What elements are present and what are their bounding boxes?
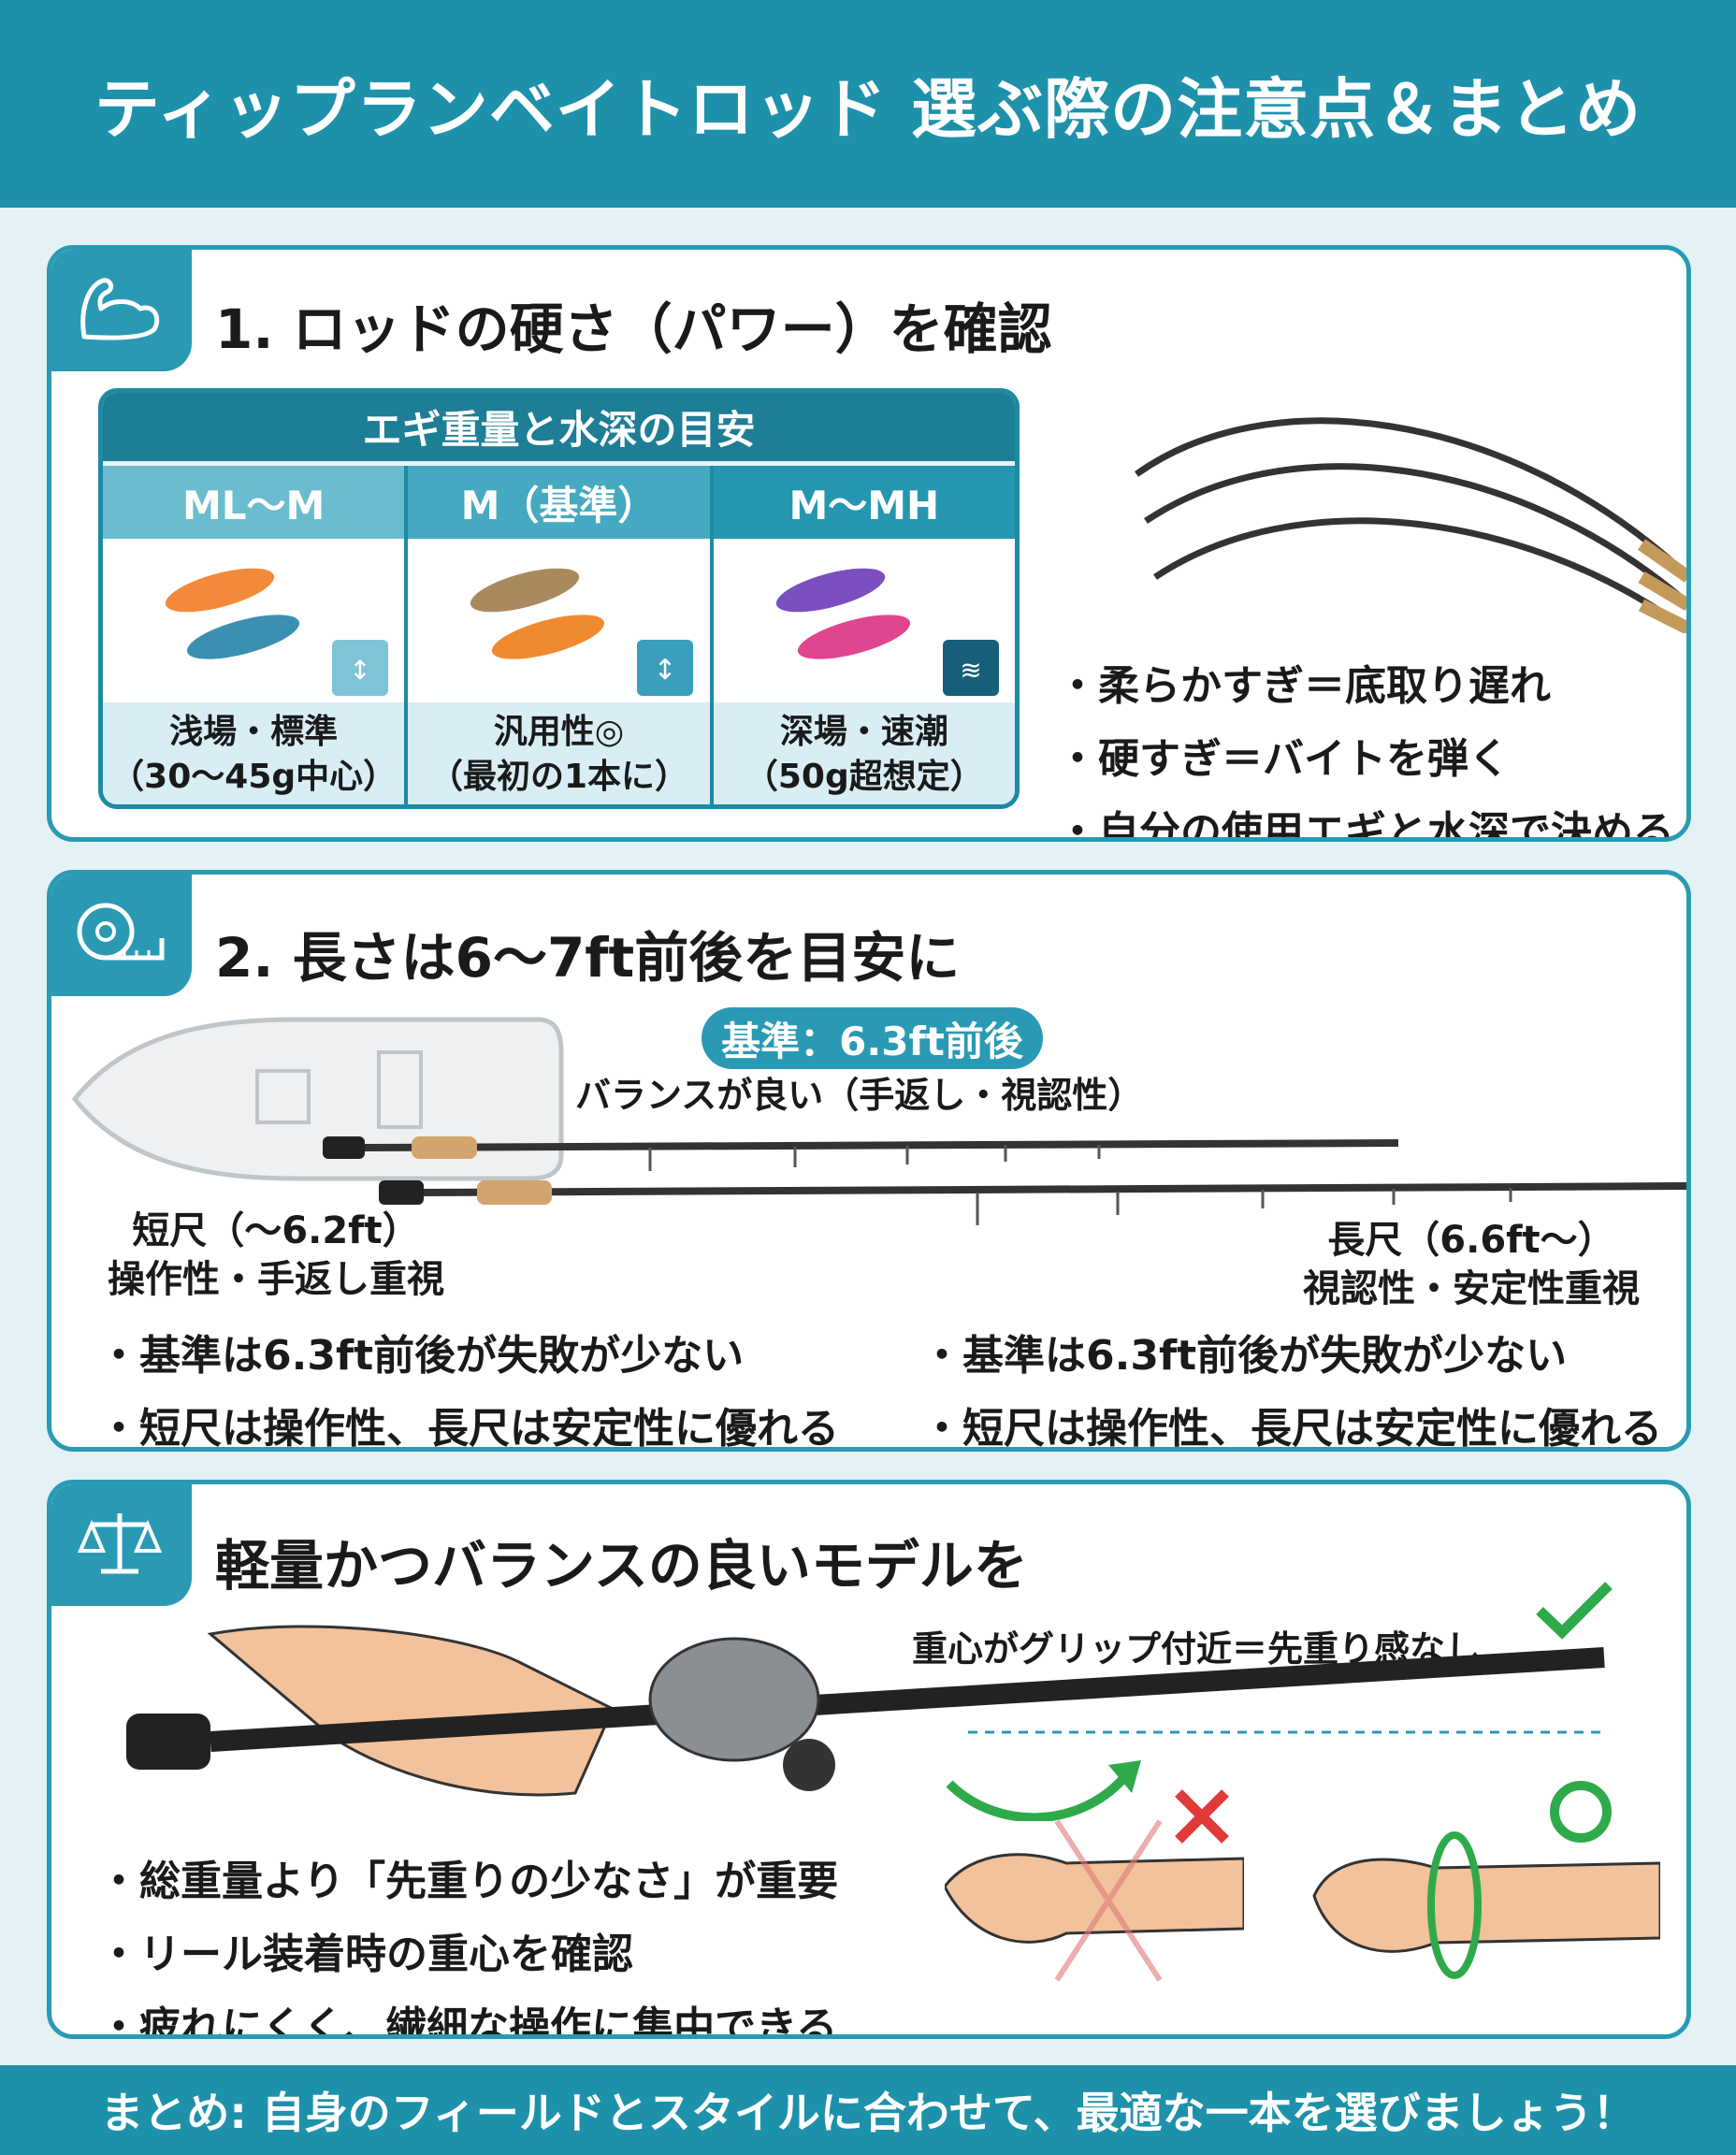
summary-footer: まとめ: 自身のフィールドとスタイルに合わせて、最適な一本を選びましょう！ (0, 2065, 1736, 2155)
bullet: ・硬すぎ＝バイトを弾く (1057, 735, 1510, 783)
section-rod-power: 1. ロッドの硬さ（パワー）を確認 エギ重量と水深の目安 ML〜M ↕ 浅場・標… (47, 245, 1691, 842)
egi-lure-image: ≋ (714, 539, 1015, 702)
label-line: 短尺（〜6.2ft） (132, 1209, 420, 1252)
column-line1: 深場・速潮 (779, 713, 948, 751)
section-title: 2. 長さは6〜7ft前後を目安に (215, 926, 961, 990)
length-bullets-right: ・基準は6.3ft前後が失敗が少ない ・短尺は操作性、長尺は安定性に優れる (921, 1322, 1662, 1452)
column-header: M（基準） (408, 466, 710, 539)
bullet: ・短尺は操作性、長尺は安定性に優れる (98, 1405, 839, 1452)
section-title: 1. ロッドの硬さ（パワー）を確認 (215, 297, 1052, 361)
svg-text:↕: ↕ (349, 655, 370, 686)
standard-length-badge: 基準：6.3ft前後 (702, 1007, 1043, 1069)
label-line: 視認性・安定性重視 (1303, 1267, 1640, 1310)
egi-lure-image: ↕ (103, 539, 404, 702)
balance-subtitle: バランスが良い（手返し・視認性） (575, 1075, 1144, 1116)
bad-wrist-illustration (945, 1789, 1244, 1982)
section-balance: 軽量かつバランスの良いモデルを 重心がグリップ付近＝先重り感なし ・総重量より「… (47, 1480, 1691, 2039)
bullet: ・短尺は操作性、長尺は安定性に優れる (921, 1405, 1662, 1452)
balance-bullets: ・総重量より「先重りの少なさ」が重要 ・リール装着時の重心を確認 ・疲れにくく、… (98, 1847, 839, 2039)
section-title: 軽量かつバランスの良いモデルを (215, 1534, 1028, 1598)
column-header: M〜MH (713, 466, 1015, 539)
bullet: ・柔らかすぎ＝底取り遅れ (1057, 662, 1551, 710)
table-column-ml-m: ML〜M ↕ 浅場・標準 （30〜45g中心） (103, 466, 409, 804)
column-line2: （50g超想定） (744, 758, 984, 796)
shallow-water-icon (332, 640, 388, 696)
circle-ok-icon (1550, 1781, 1612, 1843)
column-line1: 汎用性◎ (493, 713, 625, 751)
long-rod (379, 1180, 1686, 1225)
good-wrist-illustration (1312, 1781, 1660, 1979)
table-column-m-mh: M〜MH ≋ 深場・速潮 （50g超想定） (713, 466, 1015, 804)
hand-holding-rod-illustration (126, 1625, 1605, 1821)
summary-text: まとめ: 自身のフィールドとスタイルに合わせて、最適な一本を選びましょう！ (100, 2088, 1636, 2138)
column-line1: 浅場・標準 (169, 713, 339, 751)
label-line: 長尺（6.6ft〜） (1327, 1219, 1615, 1262)
svg-text:↕: ↕ (654, 654, 677, 687)
bullet: ・総重量より「先重りの少なさ」が重要 (98, 1858, 839, 1905)
cross-icon (1175, 1789, 1229, 1844)
length-bullets-left: ・基準は6.3ft前後が失敗が少ない ・短尺は操作性、長尺は安定性に優れる (98, 1322, 839, 1452)
check-icon (1536, 1582, 1613, 1640)
label-line: 操作性・手返し重視 (108, 1258, 444, 1301)
column-header: ML〜M (103, 466, 405, 539)
short-rod-label: 短尺（〜6.2ft） 操作性・手返し重視 (108, 1207, 444, 1304)
section-rod-length: 2. 長さは6〜7ft前後を目安に 基準：6.3ft前後 バランスが良い（手返し… (47, 870, 1691, 1452)
bullet: ・自分の使用エギと水深で決める (1057, 808, 1674, 842)
egi-weight-table: エギ重量と水深の目安 ML〜M ↕ 浅場・標準 （30〜45g中心） M（基準） … (98, 388, 1020, 809)
page-header: ティップランベイトロッド 選ぶ際の注意点＆まとめ (0, 0, 1736, 208)
bullet: ・基準は6.3ft前後が失敗が少ない (98, 1332, 745, 1380)
svg-text:≋: ≋ (960, 655, 981, 686)
long-rod-label: 長尺（6.6ft〜） 視認性・安定性重視 (1303, 1216, 1640, 1313)
column-line2: （30〜45g中心） (110, 758, 398, 796)
power-bullets: ・柔らかすぎ＝底取り遅れ ・硬すぎ＝バイトを弾く ・自分の使用エギと水深で決める (1057, 652, 1674, 842)
rod-comparison-illustration (323, 1136, 1686, 1225)
bent-rods-illustration (1134, 417, 1686, 633)
page-title: ティップランベイトロッド 選ぶ際の注意点＆まとめ (94, 70, 1642, 148)
deep-current-icon (942, 640, 999, 696)
balance-scale-icon (51, 1484, 192, 1606)
bullet: ・リール装着時の重心を確認 (98, 1931, 633, 1978)
bullet: ・疲れにくく、繊細な操作に集中できる (98, 2003, 838, 2039)
tape-measure-icon (51, 875, 192, 996)
bullet: ・基準は6.3ft前後が失敗が少ない (921, 1332, 1568, 1380)
mid-water-icon (637, 640, 694, 696)
short-rod (323, 1136, 1399, 1171)
muscle-arm-icon (51, 250, 192, 371)
egi-lure-image: ↕ (408, 539, 709, 702)
table-title: エギ重量と水深の目安 (103, 393, 1015, 466)
table-column-m: M（基準） ↕ 汎用性◎ （最初の1本に） (408, 466, 714, 804)
column-line2: （最初の1本に） (428, 758, 689, 796)
